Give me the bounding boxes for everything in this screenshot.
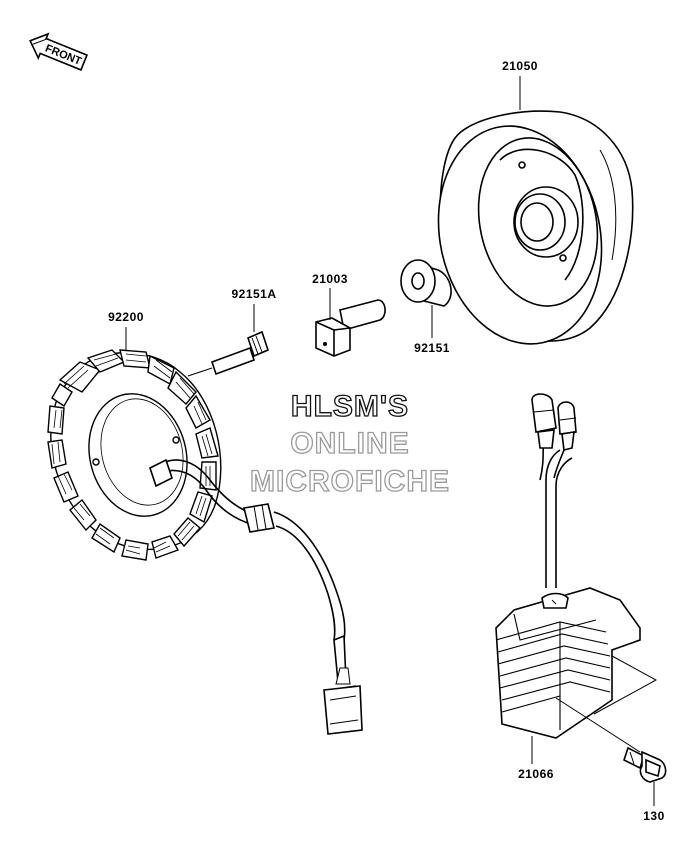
regulator-part [495, 587, 641, 739]
watermark-line3: MICROFICHE [250, 465, 450, 498]
regulator-harness [531, 393, 577, 588]
watermark-line1: HLSM'S [291, 390, 409, 423]
reference-lines [555, 655, 658, 753]
watermark: HLSM'S ONLINE MICROFICHE [249, 389, 450, 498]
washer-part [400, 259, 452, 307]
stator-part [47, 349, 222, 561]
stator-poles [47, 349, 219, 561]
part-number-130: 130 [643, 809, 665, 823]
stator-bolt-part [210, 330, 269, 376]
front-arrow-icon: FRONT [29, 32, 88, 71]
flywheel-part [437, 110, 634, 345]
part-number-21003: 92200 [108, 310, 144, 324]
watermark-line2: ONLINE [290, 427, 409, 460]
part-number-92151: 92151A [231, 287, 276, 301]
stator-harness [149, 458, 363, 735]
stator-winding-lines [51, 353, 213, 555]
part-number-92151a: 21003 [312, 272, 348, 286]
part-number-21066: 21066 [518, 767, 554, 781]
bolt-axis-line [187, 367, 213, 377]
flange-bolt-part [315, 299, 386, 357]
part-number-92200: 92151 [414, 341, 450, 355]
regulator-bolt-part [623, 746, 667, 783]
part-number-21050: 21050 [502, 59, 538, 73]
